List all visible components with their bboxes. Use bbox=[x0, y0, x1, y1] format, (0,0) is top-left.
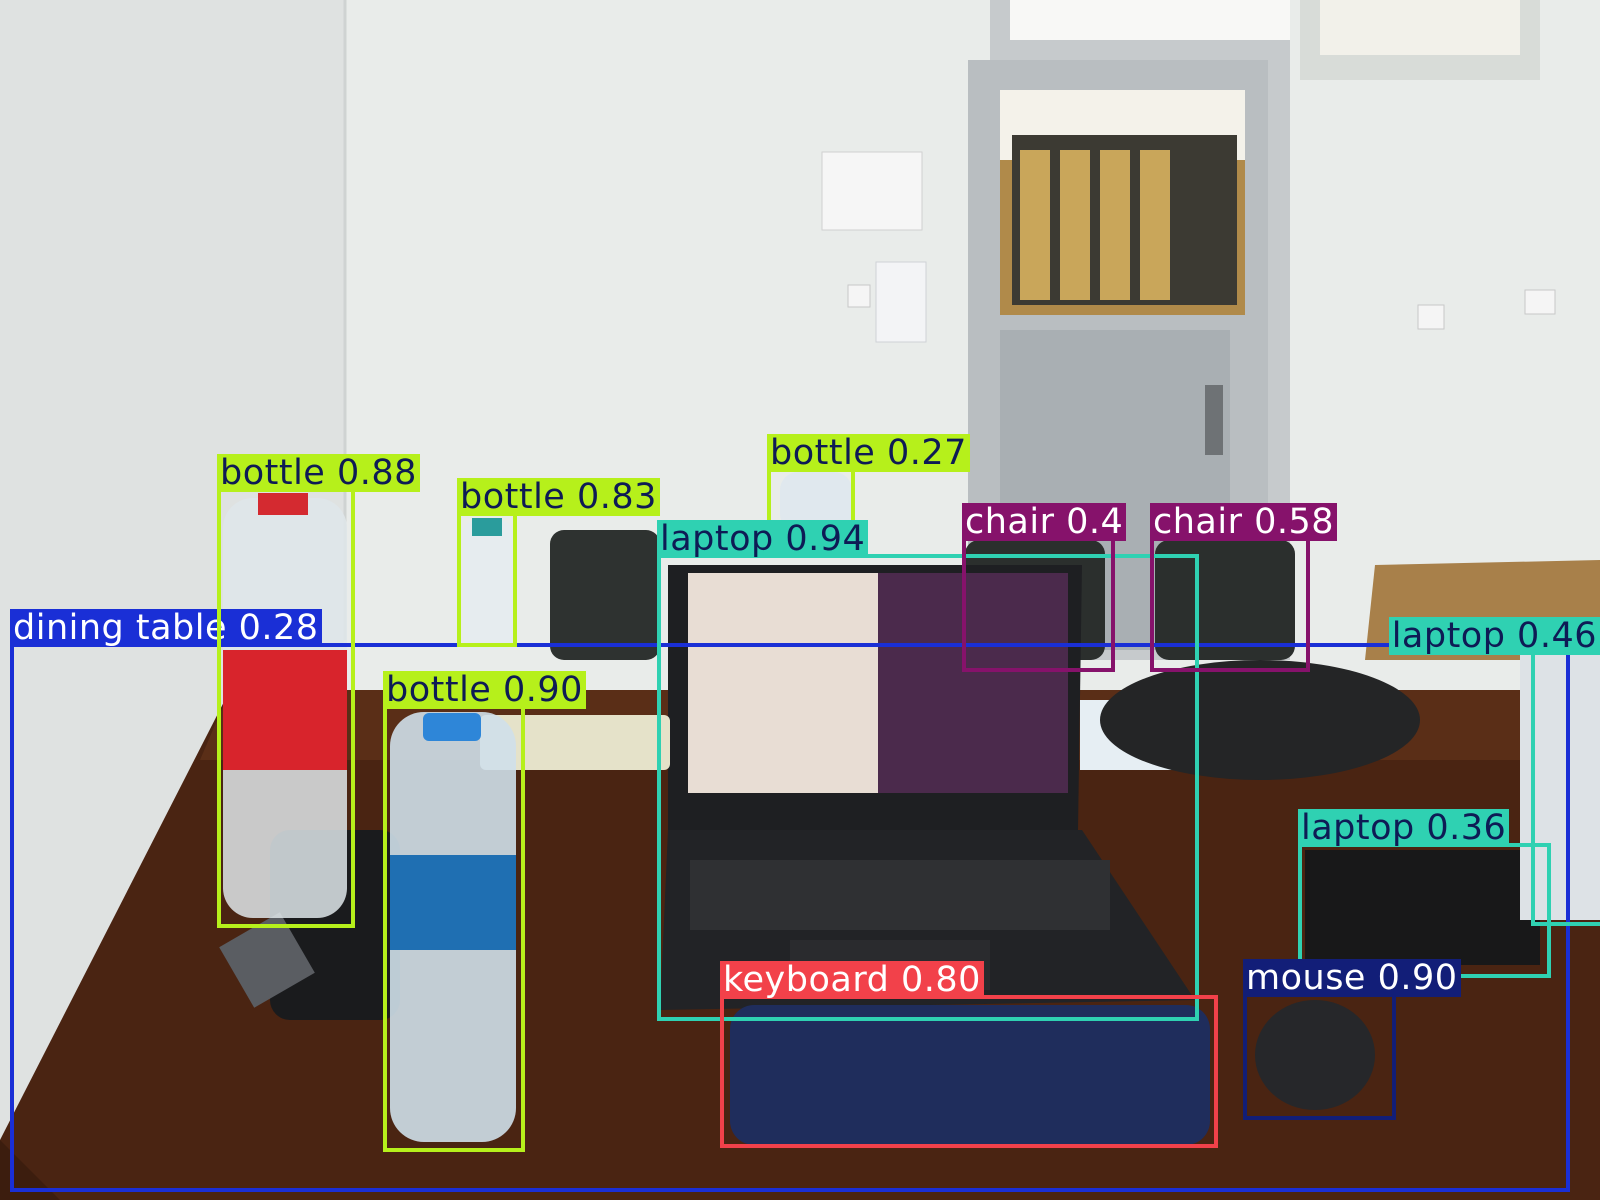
laptop-screen-right bbox=[878, 573, 1068, 793]
detection-label-table: dining table 0.28 bbox=[10, 609, 322, 647]
detection-label-lap046: laptop 0.46 bbox=[1388, 617, 1600, 655]
detection-box-chair04: chair 0.4 bbox=[962, 503, 1127, 672]
logitech-keyboard bbox=[730, 1005, 1210, 1145]
detection-label-b088: bottle 0.88 bbox=[217, 454, 420, 492]
detection-box-b088: bottle 0.88 bbox=[217, 454, 420, 928]
small-notice bbox=[875, 261, 927, 343]
detection-box-kbd: keyboard 0.80 bbox=[720, 961, 1218, 1148]
detection-box-table: dining table 0.28 bbox=[10, 609, 1570, 1192]
detection-box-lap046: laptop 0.46 bbox=[1388, 617, 1600, 926]
detection-label-lap094: laptop 0.94 bbox=[657, 520, 869, 558]
detection-label-chair04: chair 0.4 bbox=[962, 503, 1127, 541]
detection-box-b083: bottle 0.83 bbox=[457, 478, 660, 647]
laptop-screen-left bbox=[688, 573, 878, 793]
detection-box-b027: bottle 0.27 bbox=[767, 434, 970, 526]
detection-box-b090: bottle 0.90 bbox=[383, 671, 586, 1152]
detection-label-b083: bottle 0.83 bbox=[457, 478, 660, 516]
light-switch bbox=[847, 284, 871, 308]
detection-box-lap036: laptop 0.36 bbox=[1298, 809, 1551, 978]
mouse-device bbox=[1255, 1000, 1375, 1110]
left-wall bbox=[0, 0, 345, 1140]
mini-pc bbox=[1305, 850, 1540, 965]
remote-control bbox=[219, 912, 315, 1008]
detection-label-b090: bottle 0.90 bbox=[383, 671, 586, 709]
detection-label-lap036: laptop 0.36 bbox=[1298, 809, 1510, 847]
laptop-keys bbox=[690, 860, 1110, 930]
door-handle bbox=[1205, 385, 1223, 455]
cable-bag bbox=[1100, 660, 1420, 780]
detection-box-chair58: chair 0.58 bbox=[1150, 503, 1338, 672]
detection-label-chair58: chair 0.58 bbox=[1150, 503, 1338, 541]
wifi-notice bbox=[821, 151, 923, 231]
bottle-small bbox=[463, 520, 513, 650]
detection-label-mouse: mouse 0.90 bbox=[1243, 959, 1461, 997]
detection-label-kbd: keyboard 0.80 bbox=[720, 961, 984, 999]
detection-box-lap094: laptop 0.94 bbox=[657, 520, 1199, 1021]
detection-label-b027: bottle 0.27 bbox=[767, 434, 970, 472]
chair-back-right bbox=[1155, 540, 1295, 660]
chair-back-left bbox=[550, 530, 660, 660]
power-strip bbox=[480, 715, 670, 770]
detection-box-mouse: mouse 0.90 bbox=[1243, 959, 1461, 1120]
bottle-back bbox=[780, 472, 852, 532]
wall-socket bbox=[1417, 304, 1445, 330]
